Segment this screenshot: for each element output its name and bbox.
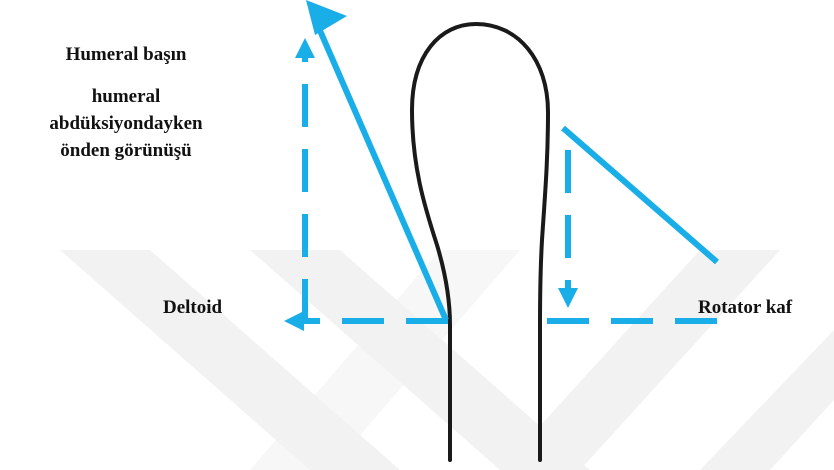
caption-line-3: abdüksiyondayken xyxy=(0,113,252,135)
caption-line-1: Humeral başın xyxy=(0,44,252,66)
rotator-cuff-label: Rotator kaf xyxy=(698,297,792,319)
vertical-component-arrowhead xyxy=(295,38,315,58)
caption-line-4: önden görünüşü xyxy=(0,140,252,162)
figure-caption: Humeral başın humeral abdüksiyondayken ö… xyxy=(0,44,252,167)
deltoid-label: Deltoid xyxy=(163,297,222,319)
caption-line-2: humeral xyxy=(0,86,252,108)
horizontal-component-arrowhead xyxy=(284,311,304,331)
rotator-cuff-vertical-component xyxy=(558,150,578,308)
deltoid-force-arrowhead xyxy=(306,0,347,35)
rotator-cuff-force-line xyxy=(563,128,717,262)
rotator-cuff-down-arrowhead xyxy=(558,288,578,308)
